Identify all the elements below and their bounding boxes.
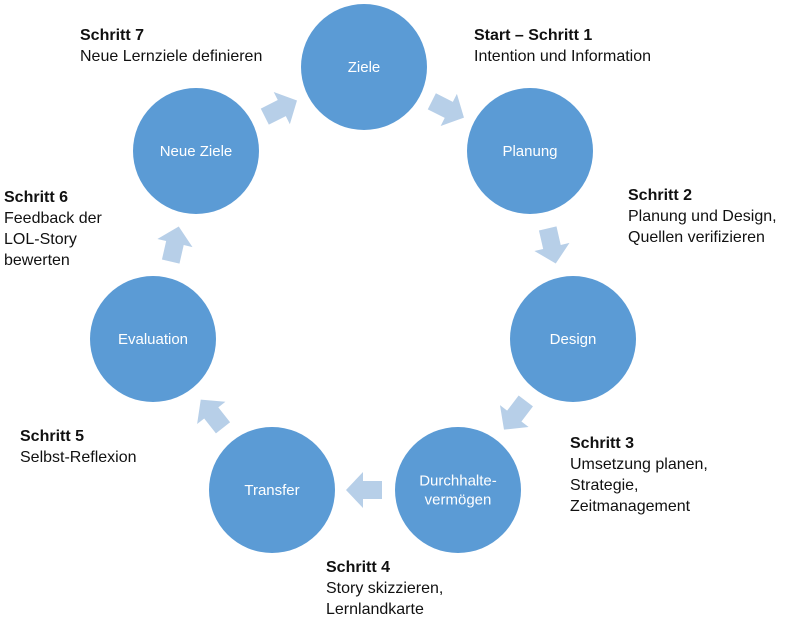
- step-4-text: Schritt 4 Story skizzieren, Lernlandkart…: [326, 557, 443, 620]
- node-label: Ziele: [348, 59, 381, 76]
- step-2-text: Schritt 2 Planung und Design, Quellen ve…: [628, 185, 777, 248]
- node-transfer: Transfer: [209, 427, 335, 553]
- step-4-line-1: Story skizzieren,: [326, 580, 444, 597]
- step-1-line-1: Intention und Information: [474, 48, 652, 65]
- step-5-line-1: Selbst-Reflexion: [20, 449, 137, 466]
- step-3-line-1: Umsetzung planen,: [570, 456, 708, 473]
- cycle-arrow: [427, 93, 464, 126]
- node-planung: Planung: [467, 88, 593, 214]
- node-circle: [510, 276, 636, 402]
- cycle-arrow: [197, 399, 231, 434]
- node-circle: [90, 276, 216, 402]
- node-label: Transfer: [244, 482, 299, 499]
- node-circle: [395, 427, 521, 553]
- step-4-heading: Schritt 4: [326, 559, 391, 576]
- node-design: Design: [510, 276, 636, 402]
- cycle-arrow: [260, 92, 297, 125]
- step-6-line-2: LOL-Story: [4, 231, 77, 248]
- step-5-text: Schritt 5 Selbst-Reflexion: [20, 426, 137, 468]
- node-ziele: Ziele: [301, 4, 427, 130]
- node-durchhaltevermoegen: Durchhalte-vermögen: [395, 427, 521, 553]
- step-3-line-2: Strategie,: [570, 477, 639, 494]
- node-circle: [467, 88, 593, 214]
- step-3-heading: Schritt 3: [570, 435, 635, 452]
- step-6-text: Schritt 6 Feedback der LOL-Story bewerte…: [4, 187, 102, 271]
- node-evaluation: Evaluation: [90, 276, 216, 402]
- step-7-text: Schritt 7 Neue Lernziele definieren: [80, 25, 262, 67]
- cycle-arrow: [157, 226, 193, 264]
- node-circle: [301, 4, 427, 130]
- step-2-line-1: Planung und Design,: [628, 208, 777, 225]
- cycle-arrow: [346, 472, 382, 508]
- step-7-line-1: Neue Lernziele definieren: [80, 48, 263, 65]
- step-2-line-2: Quellen verifizieren: [628, 229, 765, 246]
- step-6-line-1: Feedback der: [4, 210, 102, 227]
- step-1-text: Start – Schritt 1 Intention und Informat…: [474, 25, 651, 67]
- node-circle: [209, 427, 335, 553]
- node-label: Design: [550, 331, 597, 348]
- step-6-heading: Schritt 6: [4, 189, 69, 206]
- node-label: Neue Ziele: [160, 143, 233, 160]
- node-label: Durchhalte-: [419, 473, 497, 490]
- step-2-heading: Schritt 2: [628, 187, 693, 204]
- node-label: vermögen: [425, 492, 492, 509]
- node-circle: [133, 88, 259, 214]
- step-3-text: Schritt 3 Umsetzung planen, Strategie, Z…: [570, 433, 708, 517]
- step-4-line-2: Lernlandkarte: [326, 601, 424, 618]
- step-5-heading: Schritt 5: [20, 428, 85, 445]
- cycle-arrow: [534, 226, 570, 264]
- cycle-arrow: [499, 395, 533, 430]
- node-label: Evaluation: [118, 331, 188, 348]
- step-7-heading: Schritt 7: [80, 27, 145, 44]
- step-3-line-3: Zeitmanagement: [570, 498, 691, 515]
- step-1-heading: Start – Schritt 1: [474, 27, 593, 44]
- node-label: Planung: [502, 143, 557, 160]
- step-6-line-3: bewerten: [4, 252, 70, 269]
- node-neue-ziele: Neue Ziele: [133, 88, 259, 214]
